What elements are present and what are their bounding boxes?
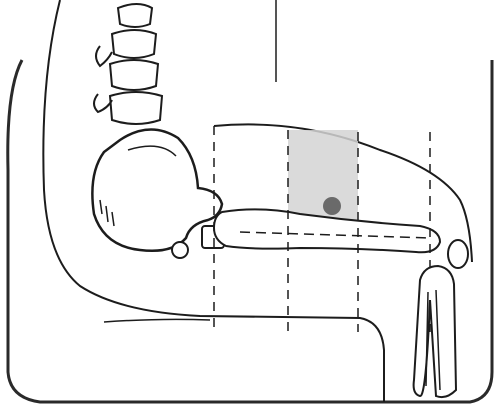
hanging-structure [414, 266, 456, 397]
marker-spot [323, 197, 341, 215]
small-node [172, 242, 188, 258]
inner-contour [104, 319, 210, 322]
right-oval-1 [448, 240, 468, 268]
spine-vertebrae [94, 4, 162, 124]
